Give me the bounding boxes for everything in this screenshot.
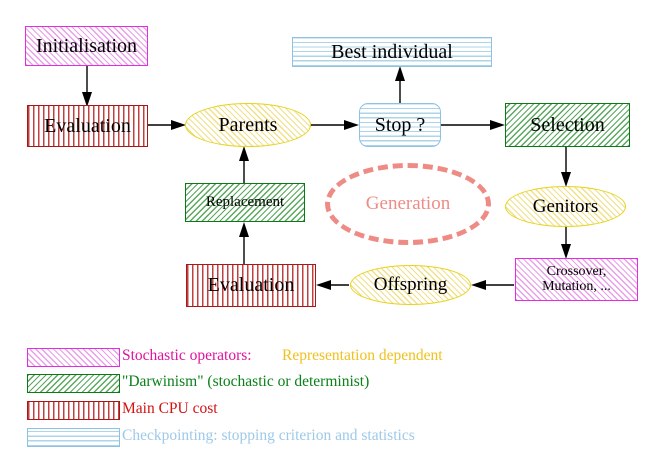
- edge-parents-to-stop: [310, 120, 359, 130]
- node-parents[interactable]: Parents: [185, 103, 311, 147]
- node-evaluation-top[interactable]: Evaluation: [27, 105, 148, 147]
- node-evaluation-bottom[interactable]: Evaluation: [186, 264, 316, 307]
- edge-initialisation-to-evaluation: [82, 66, 92, 107]
- node-crossover-mutation[interactable]: Crossover, Mutation, ...: [515, 258, 638, 301]
- node-evaluation-bottom-label: Evaluation: [207, 274, 295, 296]
- node-replacement[interactable]: Replacement: [185, 183, 305, 222]
- node-selection[interactable]: Selection: [505, 103, 630, 147]
- node-initialisation[interactable]: Initialisation: [25, 26, 148, 66]
- edge-offspring-to-evaluation: [316, 280, 349, 290]
- edge-replacement-to-parents: [239, 146, 249, 183]
- node-genitors-label: Genitors: [532, 195, 599, 217]
- generation-loop-label: Generation: [325, 163, 491, 245]
- node-stop-label: Stop ?: [374, 113, 426, 136]
- legend-label-checkpointing: Checkpointing: stopping criterion and st…: [122, 427, 415, 444]
- node-selection-label: Selection: [530, 113, 605, 136]
- edge-selection-to-genitors: [561, 147, 571, 187]
- node-best-individual[interactable]: Best individual: [292, 37, 492, 67]
- legend-swatch-main-cpu-cost: [27, 401, 120, 420]
- node-replacement-label: Replacement: [205, 193, 285, 210]
- node-crossover-mutation-label: Crossover, Mutation, ...: [542, 263, 611, 294]
- generation-text: Generation: [365, 193, 451, 214]
- legend-label-darwinism: "Darwinism" (stochastic or determinist): [122, 373, 370, 390]
- node-evaluation-top-label: Evaluation: [44, 114, 131, 137]
- edge-genitors-to-crossover: [561, 226, 571, 259]
- edge-crossover-to-offspring: [471, 280, 514, 290]
- edge-stop-to-best-individual: [395, 66, 405, 103]
- node-best-individual-label: Best individual: [331, 40, 453, 63]
- legend-swatch-stochastic-operators: [27, 348, 120, 367]
- edge-evaluation-to-parents: [148, 120, 186, 130]
- node-genitors[interactable]: Genitors: [505, 186, 626, 227]
- edge-evaluation-to-replacement: [239, 222, 249, 264]
- legend-label-main-cpu-cost: Main CPU cost: [122, 400, 218, 417]
- node-offspring-label: Offspring: [373, 274, 448, 296]
- legend-label-representation-dependent: Representation dependent: [282, 347, 443, 364]
- node-parents-label: Parents: [218, 113, 278, 136]
- node-stop[interactable]: Stop ?: [359, 103, 441, 147]
- edge-stop-to-selection: [441, 120, 505, 130]
- node-initialisation-label: Initialisation: [35, 34, 138, 57]
- legend-swatch-checkpointing: [27, 428, 120, 447]
- legend-label-stochastic-operators: Stochastic operators:: [122, 347, 252, 364]
- legend-swatch-darwinism: [27, 374, 120, 393]
- node-offspring[interactable]: Offspring: [350, 265, 471, 305]
